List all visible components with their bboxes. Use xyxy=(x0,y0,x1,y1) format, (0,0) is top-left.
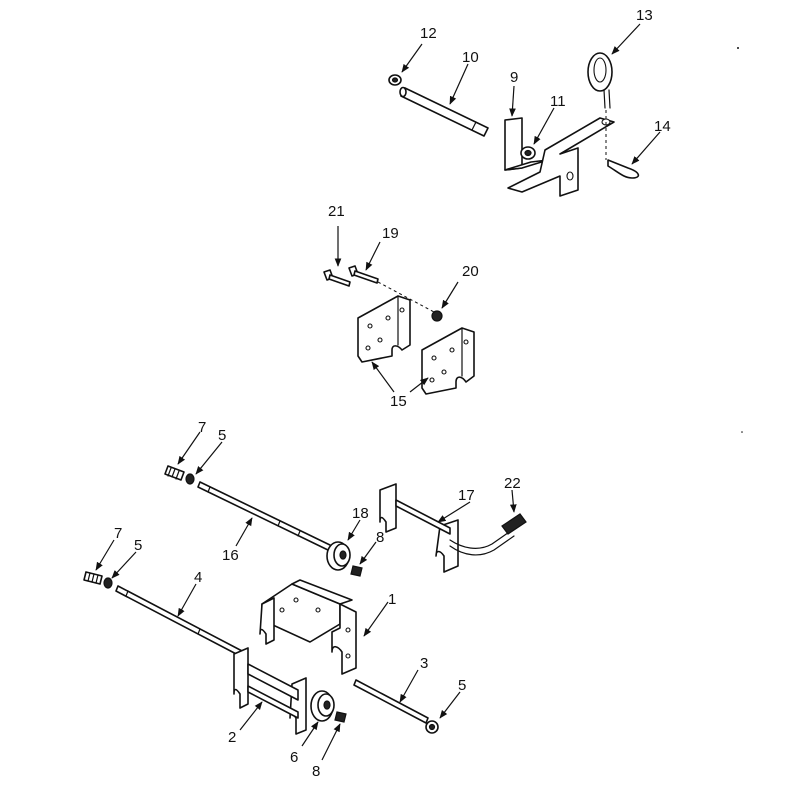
callout-12: 12 xyxy=(401,25,437,73)
callout-17-label: 17 xyxy=(458,487,475,504)
callout-8-lower: 8 xyxy=(312,723,341,780)
callout-8-lower-label: 8 xyxy=(312,763,320,780)
callout-4: 4 xyxy=(177,569,202,617)
part-5-washer-lower-left xyxy=(103,577,113,589)
speck xyxy=(737,47,739,49)
part-15-plate-right xyxy=(421,327,475,395)
callout-9: 9 xyxy=(509,69,518,117)
part-22-grip xyxy=(501,513,527,535)
part-7-spring-upper xyxy=(164,465,185,481)
callout-9-label: 9 xyxy=(510,69,518,86)
callout-13-label: 13 xyxy=(636,7,653,24)
part-13-eye-bolt xyxy=(587,52,613,109)
part-14-clip xyxy=(607,159,640,179)
part-11-bushing xyxy=(520,146,536,160)
part-19-bolt xyxy=(348,265,379,284)
callout-5-lower-left: 5 xyxy=(111,537,142,579)
part-5-nut-lower-right xyxy=(425,720,439,734)
part-4-shaft xyxy=(115,585,245,658)
hitch-drawbar xyxy=(507,117,615,197)
callout-11: 11 xyxy=(533,93,566,145)
callout-14-label: 14 xyxy=(654,118,671,135)
callout-20-label: 20 xyxy=(462,263,479,280)
part-16-shaft xyxy=(197,481,333,552)
callout-5-upper: 5 xyxy=(195,427,226,475)
callout-16: 16 xyxy=(222,517,253,564)
callout-2-label: 2 xyxy=(228,729,236,746)
callout-19-label: 19 xyxy=(382,225,399,242)
part-8-screw-lower xyxy=(334,711,347,723)
speck xyxy=(741,431,743,433)
callout-14: 14 xyxy=(631,118,671,165)
callout-5-lower-right: 5 xyxy=(439,677,466,719)
callout-7-upper: 7 xyxy=(177,419,206,465)
callout-13: 13 xyxy=(611,7,653,55)
callout-10-label: 10 xyxy=(462,49,479,66)
callout-1-label: 1 xyxy=(388,591,396,608)
callout-22: 22 xyxy=(504,475,521,513)
part-5-washer-upper xyxy=(185,473,195,485)
callout-17: 17 xyxy=(437,487,475,523)
part-6-wheel-lower xyxy=(310,690,335,722)
part-2-lever xyxy=(233,647,307,735)
callout-22-label: 22 xyxy=(504,475,521,492)
callout-6-label: 6 xyxy=(290,749,298,766)
callout-15-label: 15 xyxy=(390,393,407,410)
callout-7-lower-label: 7 xyxy=(114,525,122,542)
upper-shaft-assembly xyxy=(164,465,527,577)
callout-5-lower-right-label: 5 xyxy=(458,677,466,694)
callout-18: 18 xyxy=(347,505,369,541)
part-1-bracket xyxy=(259,579,357,675)
callout-11-label: 11 xyxy=(550,93,566,110)
callout-5-lower-left-label: 5 xyxy=(134,537,142,554)
part-8-screw-upper xyxy=(350,565,363,577)
callout-2: 2 xyxy=(228,701,263,746)
lower-shaft-assembly xyxy=(83,571,439,735)
callout-7-upper-label: 7 xyxy=(198,419,206,436)
callout-5-upper-label: 5 xyxy=(218,427,226,444)
part-20-nut xyxy=(431,310,443,322)
callout-4-label: 4 xyxy=(194,569,202,586)
part-9-bracket xyxy=(504,117,549,171)
part-18-wheel-upper xyxy=(326,541,351,571)
callout-12-label: 12 xyxy=(420,25,437,42)
part-3-rod xyxy=(353,679,429,724)
callout-8-upper: 8 xyxy=(359,529,384,565)
callout-10: 10 xyxy=(449,49,479,105)
callout-21-label: 21 xyxy=(328,203,345,220)
part-15-plate-left xyxy=(357,295,411,363)
callout-19: 19 xyxy=(365,225,399,271)
part-7-spring-lower xyxy=(83,571,103,585)
part-21-bolt xyxy=(323,269,351,287)
part-10-pin xyxy=(399,86,489,137)
callout-7-lower: 7 xyxy=(95,525,122,571)
part-17-lever xyxy=(379,483,515,573)
callout-21: 21 xyxy=(328,203,345,267)
callout-16-label: 16 xyxy=(222,547,239,564)
hitch-assembly xyxy=(388,52,640,197)
callout-6: 6 xyxy=(290,721,319,766)
callout-3-label: 3 xyxy=(420,655,428,672)
part-12-nut xyxy=(388,74,402,86)
callout-18-label: 18 xyxy=(352,505,369,522)
plate-assembly xyxy=(323,265,475,395)
callout-1: 1 xyxy=(363,591,396,637)
callout-15: 15 xyxy=(371,361,429,410)
callout-3: 3 xyxy=(399,655,428,703)
callout-8-upper-label: 8 xyxy=(376,529,384,546)
callout-20: 20 xyxy=(441,263,479,309)
